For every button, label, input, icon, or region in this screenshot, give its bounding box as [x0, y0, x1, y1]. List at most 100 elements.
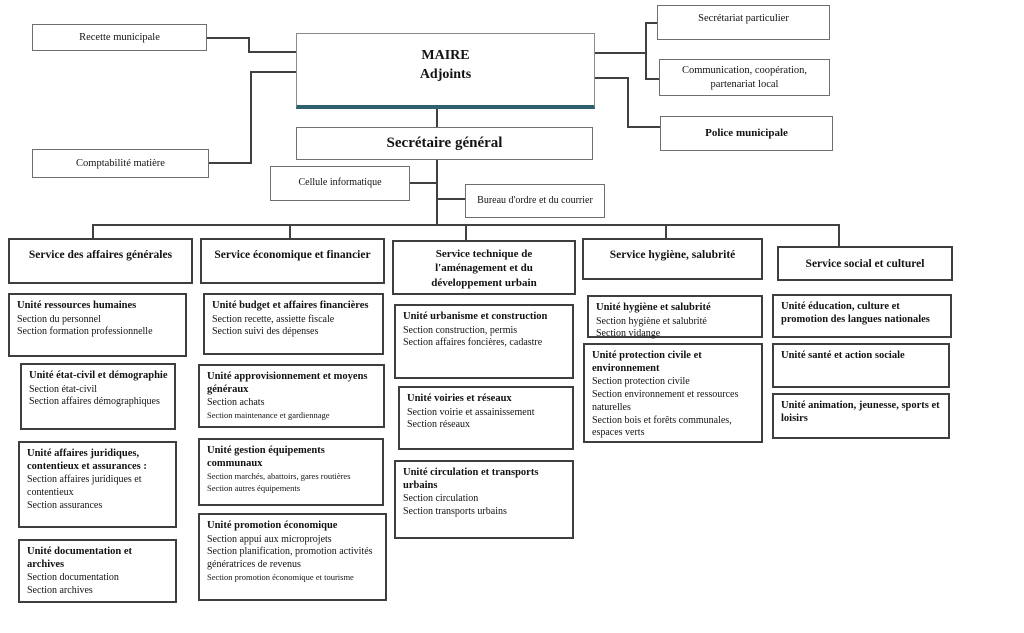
- section-line: Section construction, permis: [403, 324, 518, 336]
- connector-line: [595, 52, 645, 54]
- section-line: Section bois et forêts communales, espac…: [592, 414, 732, 439]
- section-line: Section assurances: [27, 499, 103, 511]
- box-bureau-ordre-courrier: Bureau d'ordre et du courrier: [465, 184, 605, 218]
- section-line: Section documentation: [27, 572, 119, 584]
- connector-line: [248, 51, 296, 53]
- unit-sections: Section affaires juridiques et contentie…: [27, 474, 169, 512]
- service-header-hygiene-salubrite: Service hygiène, salubrité: [582, 238, 763, 280]
- unit-title: Unité affaires juridiques, contentieux e…: [27, 448, 147, 472]
- unit-title: Unité éducation, culture et promotion de…: [781, 301, 930, 325]
- connector-line: [410, 182, 436, 184]
- connector-line: [289, 224, 291, 238]
- unit-title: Unité santé et action sociale: [781, 350, 905, 361]
- connector-line: [645, 78, 659, 80]
- box-label: Cellule informatique: [298, 177, 382, 189]
- section-line: Section du personnel: [17, 313, 101, 325]
- box-cellule-informatique: Cellule informatique: [270, 166, 410, 201]
- section-line: Section affaires juridiques et contentie…: [27, 474, 142, 498]
- section-line: Section hygiène et salubrité: [596, 315, 707, 327]
- connector-line: [595, 77, 627, 79]
- connector-line: [436, 198, 465, 200]
- unit-title: Unité approvisionnement et moyens généra…: [207, 371, 368, 395]
- service-header-affaires-generales: Service des affaires générales: [8, 238, 193, 284]
- box-communication: Communication, coopération, partenariat …: [659, 59, 830, 96]
- section-line: Section état-civil: [29, 383, 98, 395]
- unit-box: Unité état-civil et démographie Section …: [20, 363, 176, 430]
- maire-title: MAIRE: [421, 48, 470, 63]
- section-line: Section archives: [27, 584, 93, 596]
- connector-line: [465, 224, 467, 240]
- section-line: Section suivi des dépenses: [212, 326, 319, 338]
- connector-line: [92, 224, 94, 238]
- unit-box: Unité gestion équipements communaux Sect…: [198, 438, 384, 506]
- maire-subtitle: Adjoints: [419, 66, 472, 82]
- unit-sections: Section marchés, abattoirs, gares routiè…: [207, 471, 376, 494]
- section-line: Section promotion économique et tourisme: [207, 571, 354, 582]
- connector-line: [665, 224, 667, 238]
- unit-box: Unité éducation, culture et promotion de…: [772, 294, 952, 338]
- section-line: Section autres équipements: [207, 482, 301, 493]
- section-line: Section affaires foncières, cadastre: [403, 337, 543, 349]
- unit-box: Unité promotion économique Section appui…: [198, 513, 387, 601]
- unit-title: Unité promotion économique: [207, 520, 338, 531]
- connector-line: [250, 71, 296, 73]
- unit-box: Unité protection civile et environnement…: [583, 343, 763, 443]
- connector-line: [248, 37, 250, 53]
- unit-title: Unité animation, jeunesse, sports et loi…: [781, 400, 940, 424]
- service-label: Service social et culturel: [805, 258, 925, 270]
- box-label: Recette municipale: [79, 31, 160, 43]
- section-line: Section maintenance et gardiennage: [207, 409, 330, 420]
- section-line: Section achats: [207, 397, 265, 409]
- box-recette-municipale: Recette municipale: [32, 24, 207, 51]
- service-label: Service hygiène, salubrité: [609, 249, 736, 261]
- unit-title: Unité état-civil et démographie: [29, 370, 168, 381]
- section-line: Section voirie et assainissement: [407, 406, 535, 418]
- unit-title: Unité gestion équipements communaux: [207, 445, 325, 469]
- unit-box: Unité budget et affaires financières Sec…: [203, 293, 384, 355]
- service-header-social-culturel: Service social et culturel: [777, 246, 953, 281]
- section-line: Section circulation: [403, 493, 479, 505]
- unit-title: Unité circulation et transports urbains: [403, 467, 539, 491]
- section-line: Section transports urbains: [403, 505, 507, 517]
- section-line: Section vidange: [596, 328, 661, 340]
- section-line: Section marchés, abattoirs, gares routiè…: [207, 471, 351, 482]
- box-police-municipale: Police municipale: [660, 116, 833, 151]
- unit-title: Unité documentation et archives: [27, 546, 132, 570]
- unit-box: Unité santé et action sociale: [772, 343, 950, 388]
- unit-title: Unité voiries et réseaux: [407, 393, 512, 404]
- box-secretariat-particulier: Secrétariat particulier: [657, 5, 830, 40]
- unit-title: Unité protection civile et environnement: [592, 350, 702, 374]
- box-label: Police municipale: [705, 126, 788, 139]
- connector-line: [645, 22, 657, 24]
- service-label: Service technique de l'aménagement et du…: [431, 248, 537, 289]
- unit-box: Unité hygiène et salubrité Section hygiè…: [587, 295, 763, 339]
- connector-line: [209, 162, 252, 164]
- connector-line: [207, 37, 250, 39]
- unit-title: Unité budget et affaires financières: [212, 300, 369, 311]
- box-comptabilite-matiere: Comptabilité matière: [32, 149, 209, 178]
- unit-box: Unité voiries et réseaux Section voirie …: [398, 386, 574, 450]
- unit-box: Unité urbanisme et construction Section …: [394, 304, 574, 379]
- connector-line: [627, 126, 660, 128]
- box-label: Communication, coopération, partenariat …: [681, 65, 808, 90]
- service-label: Service économique et financier: [214, 249, 371, 261]
- unit-title: Unité ressources humaines: [17, 300, 137, 311]
- box-label: Comptabilité matière: [76, 157, 165, 169]
- box-label: Secrétaire général: [386, 135, 503, 151]
- unit-box: Unité documentation et archives Section …: [18, 539, 177, 603]
- unit-box: Unité approvisionnement et moyens généra…: [198, 364, 385, 428]
- box-label: Secrétariat particulier: [698, 13, 789, 24]
- section-line: Section réseaux: [407, 419, 471, 431]
- box-maire-adjoints: MAIRE Adjoints: [296, 33, 595, 109]
